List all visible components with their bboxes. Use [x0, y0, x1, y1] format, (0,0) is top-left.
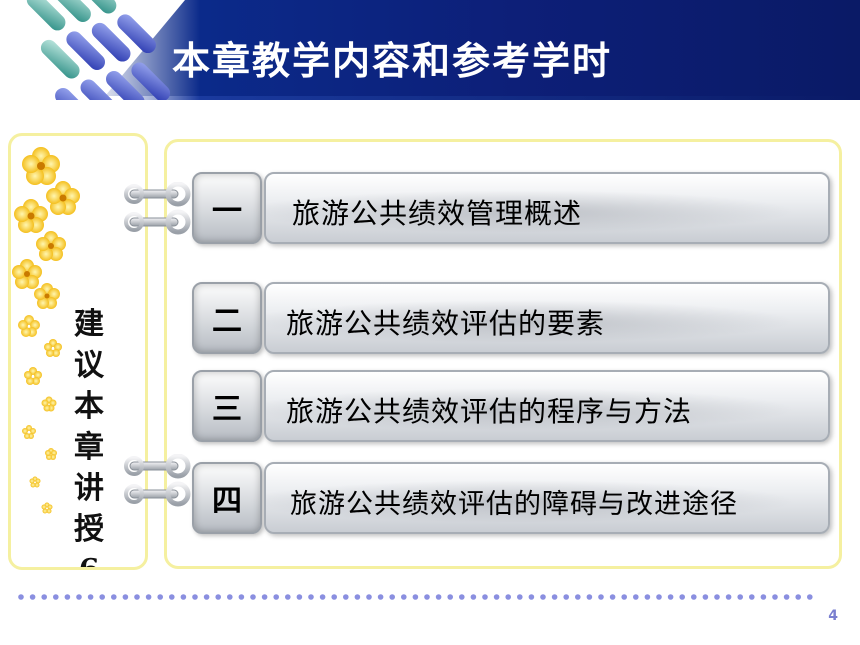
ring-connector-icon [124, 454, 191, 507]
side-char: 建 [74, 307, 104, 342]
item-label: 旅游公共绩效评估的程序与方法 [286, 395, 693, 428]
item-label: 旅游公共绩效评估的要素 [286, 307, 606, 340]
content-item: 四 旅游公共绩效评估的障碍与改进途径 [192, 462, 830, 534]
item-number: 一 [212, 194, 242, 229]
dotted-divider [18, 594, 813, 600]
item-label: 旅游公共绩效评估的障碍与改进途径 [290, 489, 738, 520]
item-number: 三 [212, 392, 242, 427]
slide-title: 本章教学内容和参考学时 [172, 39, 613, 83]
item-label-box: 旅游公共绩效管理概述 [264, 172, 830, 244]
item-number: 四 [212, 484, 242, 519]
side-char: 本 [74, 389, 104, 424]
item-number-box: 一 [192, 172, 262, 244]
item-number-box: 三 [192, 370, 262, 442]
slide-header: 本章教学内容和参考学时 [0, 0, 860, 100]
item-label: 旅游公共绩效管理概述 [292, 197, 583, 230]
side-char: 议 [74, 348, 104, 383]
side-note-panel: 建 议 本 章 讲 授 6 学 时 [8, 133, 148, 570]
item-number: 二 [212, 304, 242, 339]
side-note-text: 建 议 本 章 讲 授 6 学 时 [67, 304, 111, 567]
content-item: 二 旅游公共绩效评估的要素 [192, 282, 830, 354]
header-stripe [0, 96, 860, 100]
item-label-box: 旅游公共绩效评估的要素 [264, 282, 830, 354]
side-char: 讲 [74, 471, 104, 506]
side-char: 6 [79, 550, 100, 567]
capsule-pattern-icon [26, 0, 170, 100]
item-number-box: 四 [192, 462, 262, 534]
item-label-box: 旅游公共绩效评估的程序与方法 [264, 370, 830, 442]
yellow-flower-icon [12, 147, 80, 514]
content-item: 三 旅游公共绩效评估的程序与方法 [192, 370, 830, 442]
content-item: 一 旅游公共绩效管理概述 [192, 172, 830, 244]
ring-connector-icon [124, 182, 191, 235]
page-number: 4 [828, 608, 838, 624]
item-label-box: 旅游公共绩效评估的障碍与改进途径 [264, 462, 830, 534]
side-char: 章 [74, 430, 104, 465]
side-char: 授 [74, 512, 104, 547]
item-number-box: 二 [192, 282, 262, 354]
